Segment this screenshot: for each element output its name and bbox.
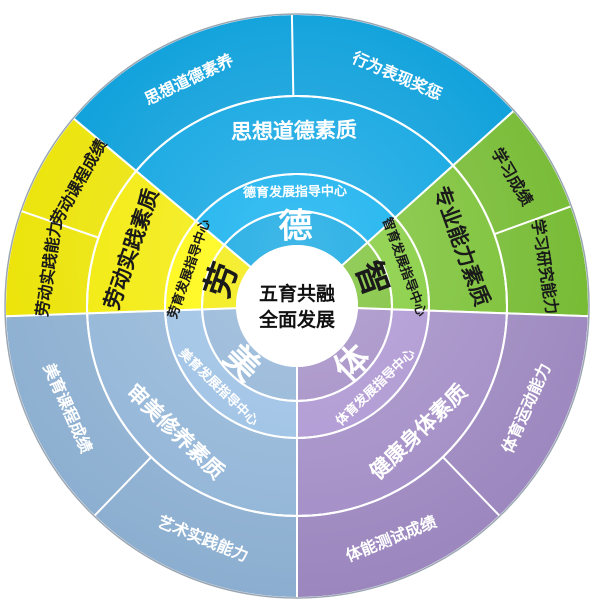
center-circle bbox=[239, 248, 355, 364]
center-line-2: 全面发展 bbox=[258, 308, 335, 331]
de-center-label: 德育发展指导中心 bbox=[243, 183, 347, 201]
outer-border bbox=[4, 13, 590, 599]
de-quality-label: 思想道德素质 bbox=[231, 118, 357, 144]
center-core: 五育共融 全面发展 bbox=[239, 248, 355, 364]
de-char: 德 bbox=[278, 206, 313, 247]
center-line-1: 五育共融 bbox=[259, 282, 335, 305]
